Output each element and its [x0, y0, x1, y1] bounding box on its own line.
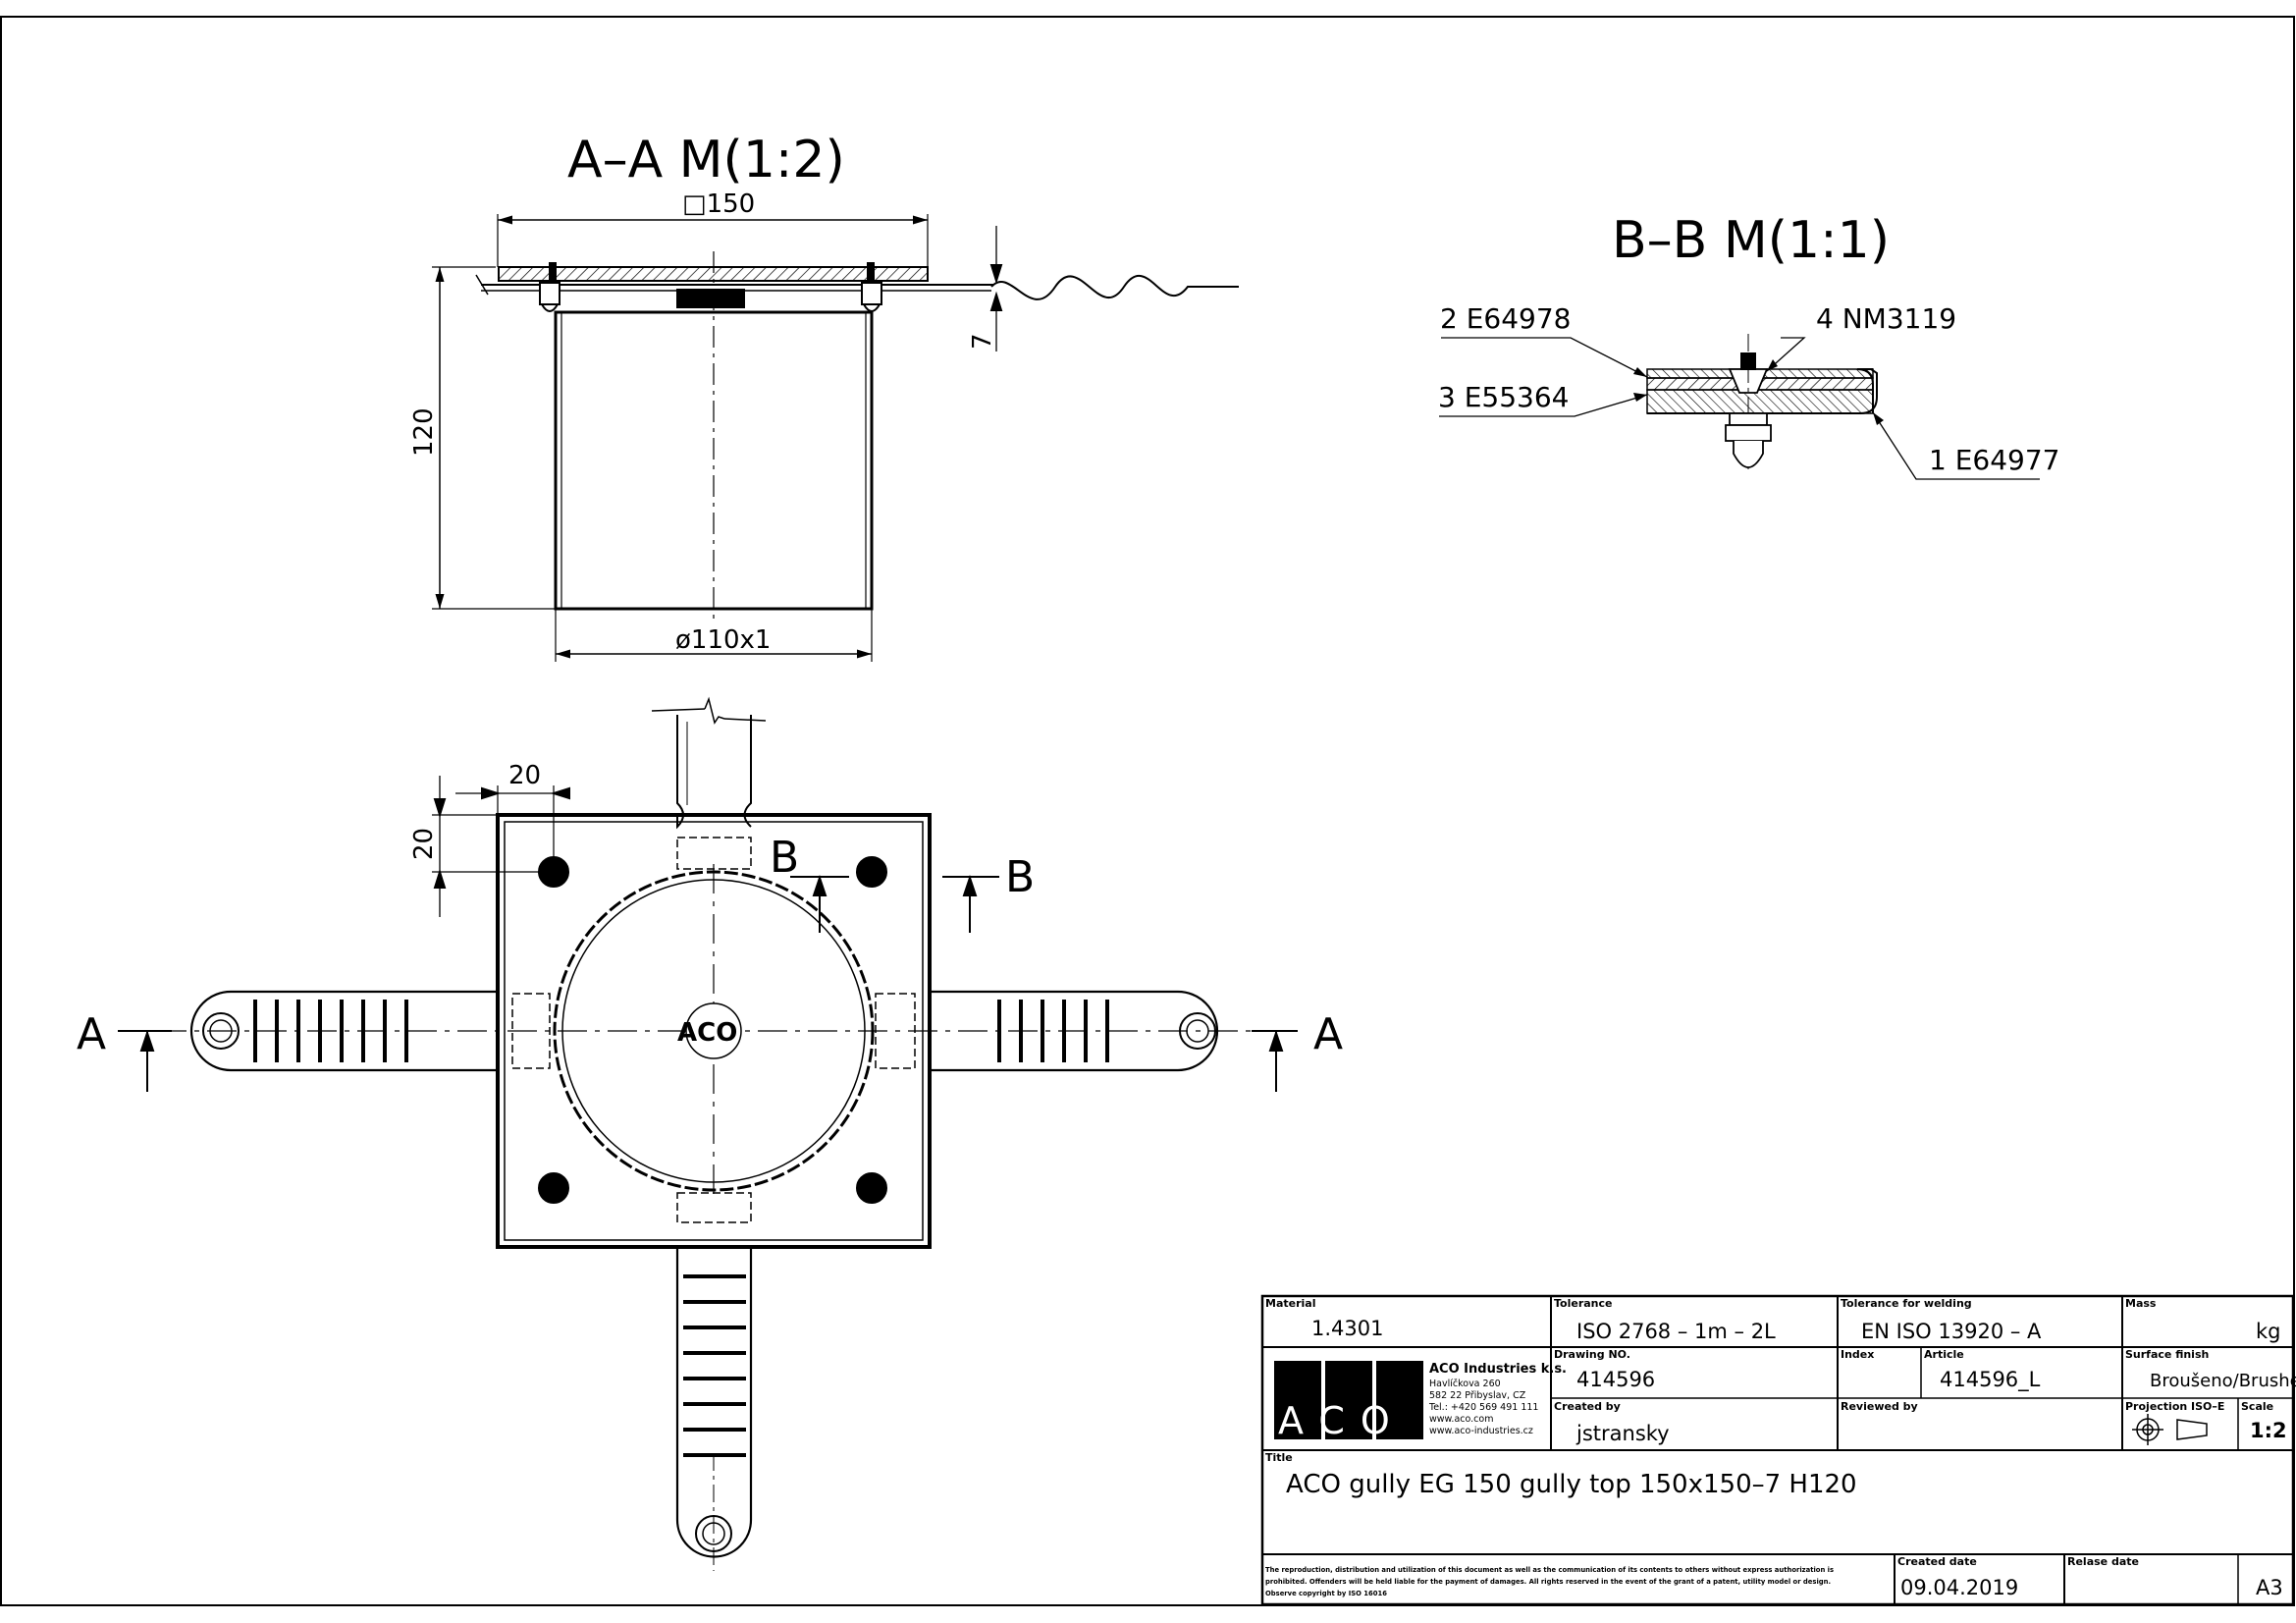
tb-weld: EN ISO 13920 – A: [1861, 1320, 2042, 1343]
aco-logo: ACO: [1274, 1361, 1423, 1442]
tb-release-label: Relase date: [2067, 1555, 2139, 1568]
tb-projection-label: Projection ISO–E: [2125, 1400, 2224, 1413]
plan-logo: ACO: [677, 1018, 737, 1048]
part-1-label: 1 E64977: [1929, 444, 2059, 476]
tb-created-date-label: Created date: [1897, 1555, 1977, 1568]
frame-square: [496, 813, 932, 1249]
tb-surface-label: Surface finish: [2125, 1348, 2209, 1361]
plan-view: ACO: [77, 696, 1343, 1571]
tb-company-line4: www.aco.com: [1429, 1414, 1493, 1425]
dim-top-square: □150: [682, 189, 755, 219]
tb-company-line2: 582 22 Přibyslav, CZ: [1429, 1390, 1526, 1401]
tb-scale: 1:2: [2250, 1419, 2287, 1442]
tb-reviewed-label: Reviewed by: [1841, 1400, 1918, 1413]
tb-article-label: Article: [1924, 1348, 1964, 1361]
tb-notice-1: The reproduction, distribution and utili…: [1265, 1566, 1834, 1574]
section-aa-view: A–A M(1:2) □150 120: [409, 131, 1239, 662]
tb-company-name: ACO Industries k.s.: [1429, 1362, 1567, 1377]
tb-index-label: Index: [1841, 1348, 1874, 1361]
tb-tolerance-label: Tolerance: [1554, 1297, 1613, 1310]
aco-logo-text: ACO: [1278, 1399, 1406, 1442]
part-3-label: 3 E55364: [1438, 381, 1569, 413]
cut-a-left: A: [77, 1009, 106, 1059]
tb-material-label: Material: [1265, 1297, 1315, 1310]
tb-notice-2: prohibited. Offenders will be held liabl…: [1265, 1578, 1831, 1586]
tb-drawing-no: 414596: [1576, 1368, 1655, 1391]
dim-plan-x: 20: [508, 761, 541, 790]
tb-created-by: jstransky: [1575, 1422, 1670, 1445]
tb-company-line3: Tel.: +420 569 491 111: [1428, 1402, 1538, 1413]
tb-created-date: 09.04.2019: [1900, 1576, 2018, 1599]
tb-company-line5: www.aco-industries.cz: [1429, 1426, 1533, 1436]
dim-height: 120: [409, 407, 439, 457]
tb-weld-label: Tolerance for welding: [1841, 1297, 1972, 1310]
cut-b-left: B: [770, 833, 799, 883]
title-block: Material 1.4301 Tolerance ISO 2768 – 1m …: [1260, 1294, 2296, 1606]
part-4-label: 4 NM3119: [1816, 302, 1956, 335]
tb-mass-unit: kg: [2256, 1320, 2281, 1343]
tb-created-by-label: Created by: [1554, 1400, 1621, 1413]
tb-title: ACO gully EG 150 gully top 150x150–7 H12…: [1286, 1470, 1857, 1499]
tb-material: 1.4301: [1311, 1317, 1383, 1340]
tb-notice-3: Observe copyright by ISO 16016: [1265, 1590, 1387, 1597]
dim-flange: 7: [968, 333, 997, 350]
tb-scale-label: Scale: [2241, 1400, 2273, 1413]
section-bb-title: B–B M(1:1): [1612, 211, 1890, 270]
section-aa-title: A–A M(1:2): [567, 131, 845, 189]
tb-tolerance: ISO 2768 – 1m – 2L: [1576, 1320, 1776, 1343]
projection-symbol: [2132, 1414, 2208, 1445]
cut-a-right: A: [1313, 1009, 1343, 1059]
section-bb-view: B–B M(1:1) 2 E64978 3 E55364 4 NM3119 1 …: [1438, 211, 2059, 480]
sheet-frame: [0, 16, 2295, 1606]
tb-drawing-no-label: Drawing NO.: [1554, 1348, 1630, 1361]
cut-b-right: B: [1005, 852, 1035, 902]
dim-plan-y: 20: [409, 828, 439, 860]
tb-title-label: Title: [1265, 1451, 1293, 1464]
tb-mass-label: Mass: [2125, 1297, 2157, 1310]
tb-surface: Broušeno/Brushed: [2150, 1371, 2296, 1391]
tb-sheet: A3: [2256, 1576, 2283, 1599]
tb-company-line1: Havlíčkova 260: [1429, 1379, 1501, 1389]
dim-pipe: ø110x1: [675, 625, 771, 655]
tb-article: 414596_L: [1940, 1368, 2041, 1392]
part-2-label: 2 E64978: [1440, 302, 1571, 335]
